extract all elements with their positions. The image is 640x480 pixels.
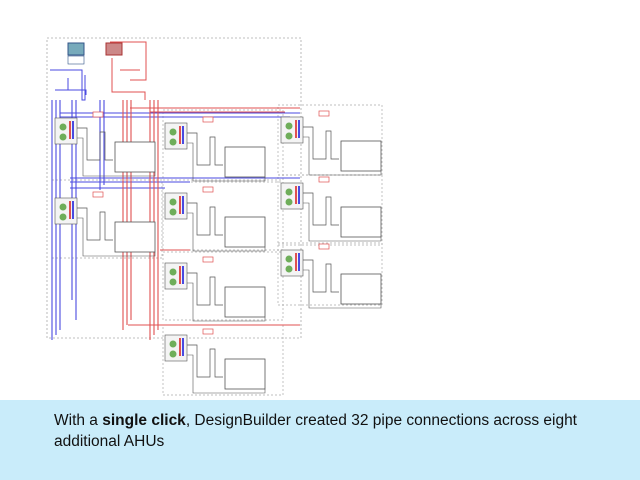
fan-icon: [285, 132, 293, 140]
caption-text: With a single click, DesignBuilder creat…: [54, 410, 614, 452]
cooling-coil-icon: [182, 266, 184, 284]
cooling-coil-icon: [72, 121, 74, 139]
fan-icon: [169, 340, 177, 348]
heating-coil-icon: [179, 338, 181, 356]
cooling-coil-icon: [298, 253, 300, 271]
fan-icon: [285, 188, 293, 196]
supply-air-duct: [187, 344, 223, 378]
hvac-network-diagram: [46, 37, 383, 396]
zone-box: [224, 216, 266, 248]
fan-icon: [285, 265, 293, 273]
supply-air-duct: [77, 127, 113, 161]
cooling-coil-icon: [182, 126, 184, 144]
return-air-duct: [303, 202, 382, 242]
fan-icon: [59, 123, 67, 131]
ahu-module: [164, 256, 266, 322]
air-loop-group-border: [162, 181, 284, 251]
boiler-icon: [105, 42, 123, 56]
fan-icon: [59, 133, 67, 141]
fan-icon: [169, 268, 177, 276]
supply-air-duct: [303, 126, 339, 160]
supply-air-duct: [187, 132, 223, 166]
ahu-module: [54, 191, 156, 257]
setpoint-manager-icon: [92, 111, 104, 118]
air-loop-group-border: [277, 242, 383, 306]
supply-air-duct: [303, 192, 339, 226]
zone-box: [224, 286, 266, 318]
heating-coil-icon: [179, 196, 181, 214]
ahu-module: [54, 111, 156, 177]
fan-icon: [169, 278, 177, 286]
zone-box: [224, 146, 266, 178]
fan-icon: [285, 255, 293, 263]
cooling-coil-icon: [298, 186, 300, 204]
heating-coil-icon: [69, 121, 71, 139]
ahu-module: [164, 186, 266, 252]
ahu-module: [164, 116, 266, 182]
setpoint-manager-icon: [202, 186, 214, 193]
return-air-duct: [77, 217, 156, 257]
return-air-duct: [187, 354, 266, 394]
supply-air-duct: [303, 259, 339, 293]
fan-icon: [285, 198, 293, 206]
zone-box: [114, 221, 156, 253]
caption-prefix: With a: [54, 412, 103, 429]
fan-icon: [59, 203, 67, 211]
setpoint-manager-icon: [202, 328, 214, 335]
zone-box: [224, 358, 266, 390]
ahu-module: [280, 243, 382, 309]
setpoint-manager-icon: [202, 116, 214, 123]
setpoint-manager-icon: [318, 176, 330, 183]
cooling-coil-icon: [182, 338, 184, 356]
fan-icon: [169, 128, 177, 136]
zone-box: [114, 141, 156, 173]
fan-icon: [169, 350, 177, 358]
supply-air-duct: [77, 207, 113, 241]
caption-bold: single click: [102, 412, 186, 429]
caption-suffix: , DesignBuilder created 32 pipe connecti…: [54, 412, 577, 450]
fan-icon: [169, 138, 177, 146]
setpoint-manager-icon: [92, 191, 104, 198]
supply-air-duct: [187, 272, 223, 306]
setpoint-manager-icon: [318, 243, 330, 250]
fan-icon: [59, 213, 67, 221]
heating-coil-icon: [295, 253, 297, 271]
setpoint-manager-icon: [202, 256, 214, 263]
return-air-duct: [303, 269, 382, 309]
heating-coil-icon: [295, 186, 297, 204]
heating-coil-icon: [69, 201, 71, 219]
fan-icon: [285, 122, 293, 130]
chiller-icon: [67, 42, 85, 56]
heating-coil-icon: [295, 120, 297, 138]
zone-box: [340, 140, 382, 172]
setpoint-manager-icon: [318, 110, 330, 117]
zone-box: [340, 206, 382, 238]
air-loop-group-border: [162, 109, 284, 181]
return-air-duct: [187, 142, 266, 182]
fan-icon: [169, 208, 177, 216]
return-air-duct: [77, 137, 156, 177]
cold-plant-loop: [50, 69, 87, 101]
caption-band: With a single click, DesignBuilder creat…: [0, 400, 640, 480]
heating-coil-icon: [179, 266, 181, 284]
cooling-coil-icon: [72, 201, 74, 219]
supply-air-duct: [187, 202, 223, 236]
cooling-coil-icon: [298, 120, 300, 138]
ahu-module: [280, 176, 382, 242]
fan-icon: [169, 198, 177, 206]
air-loop-group-border: [162, 251, 284, 321]
ahu-module: [164, 328, 266, 394]
return-air-duct: [303, 136, 382, 176]
hot-plant-loop: [110, 41, 147, 100]
return-air-duct: [187, 212, 266, 252]
ahu-module: [280, 110, 382, 176]
heating-coil-icon: [179, 126, 181, 144]
zone-box: [340, 273, 382, 305]
chiller-panel: [67, 55, 85, 65]
return-air-duct: [187, 282, 266, 322]
cooling-coil-icon: [182, 196, 184, 214]
